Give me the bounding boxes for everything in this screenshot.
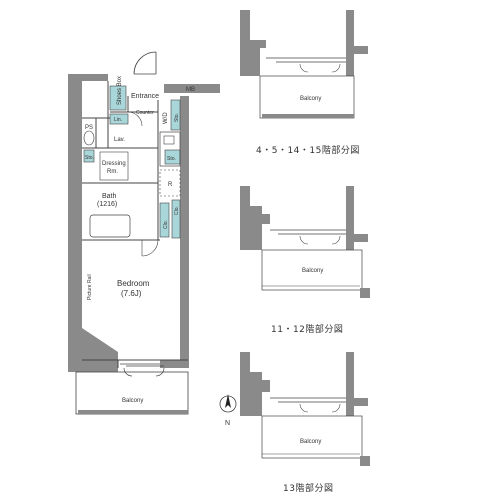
shoe-box-label: Shoes Box — [117, 76, 123, 105]
lavatory-label: Lav. — [114, 137, 125, 143]
dressing-room-label-line2: Rm. — [107, 169, 118, 175]
kitchen-counter — [159, 131, 181, 167]
variant-plan-1 — [240, 10, 368, 119]
closet-label-1: Clo. — [163, 220, 169, 229]
south-wall-right — [160, 360, 188, 368]
east-wall — [180, 96, 189, 368]
compass — [219, 394, 237, 413]
balcony-sliding-door — [120, 363, 165, 377]
storage-label-1: Sto. — [174, 113, 180, 122]
west-wall — [68, 74, 118, 372]
balcony-railing — [78, 410, 188, 414]
bathtub — [89, 214, 131, 238]
closet-fixture-1 — [159, 202, 170, 238]
entrance-label: Entrance — [131, 93, 159, 100]
closet-label-2: Clo. — [174, 206, 180, 215]
picture-rail-label: Picture Rail — [87, 274, 93, 300]
variant-plan-3 — [240, 352, 370, 466]
mb-wall — [164, 84, 220, 93]
compass-north-label: N — [225, 420, 230, 427]
mb-label: MB — [186, 87, 195, 93]
dressing-room-label-line1: Dressing — [102, 161, 126, 167]
closet-fixture-2 — [171, 199, 181, 239]
main-balcony-label: Balcony — [122, 398, 143, 404]
bath-size-label: (1216) — [97, 201, 117, 208]
dressing-room-label: Dressing Rm. — [102, 161, 127, 175]
storage-label-3: Sto. — [167, 156, 176, 162]
variant-2-caption: 11・12階部分図 — [271, 325, 344, 335]
variant-1-caption: 4・5・14・15階部分図 — [256, 146, 360, 156]
variant-2-balcony-label: Balcony — [302, 268, 323, 274]
variant-3-balcony-label: Balcony — [300, 439, 321, 445]
storage-label-2: Sto. — [85, 155, 94, 161]
linen-fixture — [109, 113, 129, 125]
variant-1-balcony-label: Balcony — [300, 96, 321, 102]
shoe-box-fixture — [109, 85, 127, 111]
interior-walls — [82, 81, 188, 368]
main-floor-plan — [68, 51, 237, 415]
variant-3-caption: 13階部分図 — [283, 484, 334, 494]
kitchen-sink — [163, 135, 175, 145]
counter-label: Counter — [136, 110, 154, 116]
refrigerator-label: R — [168, 182, 173, 188]
dressing-sink — [99, 151, 129, 181]
lav-sink-fixture — [83, 149, 95, 163]
toilet — [83, 130, 95, 146]
ps-label: PS — [85, 125, 93, 131]
balcony-area — [75, 371, 189, 415]
wd-label: W/D — [163, 112, 169, 124]
refrigerator-space — [159, 169, 181, 197]
linen-label: Lin. — [114, 117, 122, 123]
north-wall-left — [82, 74, 108, 81]
variant-plan-2 — [240, 186, 370, 298]
bedroom-size-label: (7.6J) — [121, 289, 142, 298]
bedroom-label: Bedroom — [117, 279, 150, 288]
room-doors — [127, 111, 159, 257]
entrance-door — [133, 51, 157, 75]
storage-fixture-1 — [170, 99, 181, 131]
bath-label: Bath — [102, 193, 117, 200]
